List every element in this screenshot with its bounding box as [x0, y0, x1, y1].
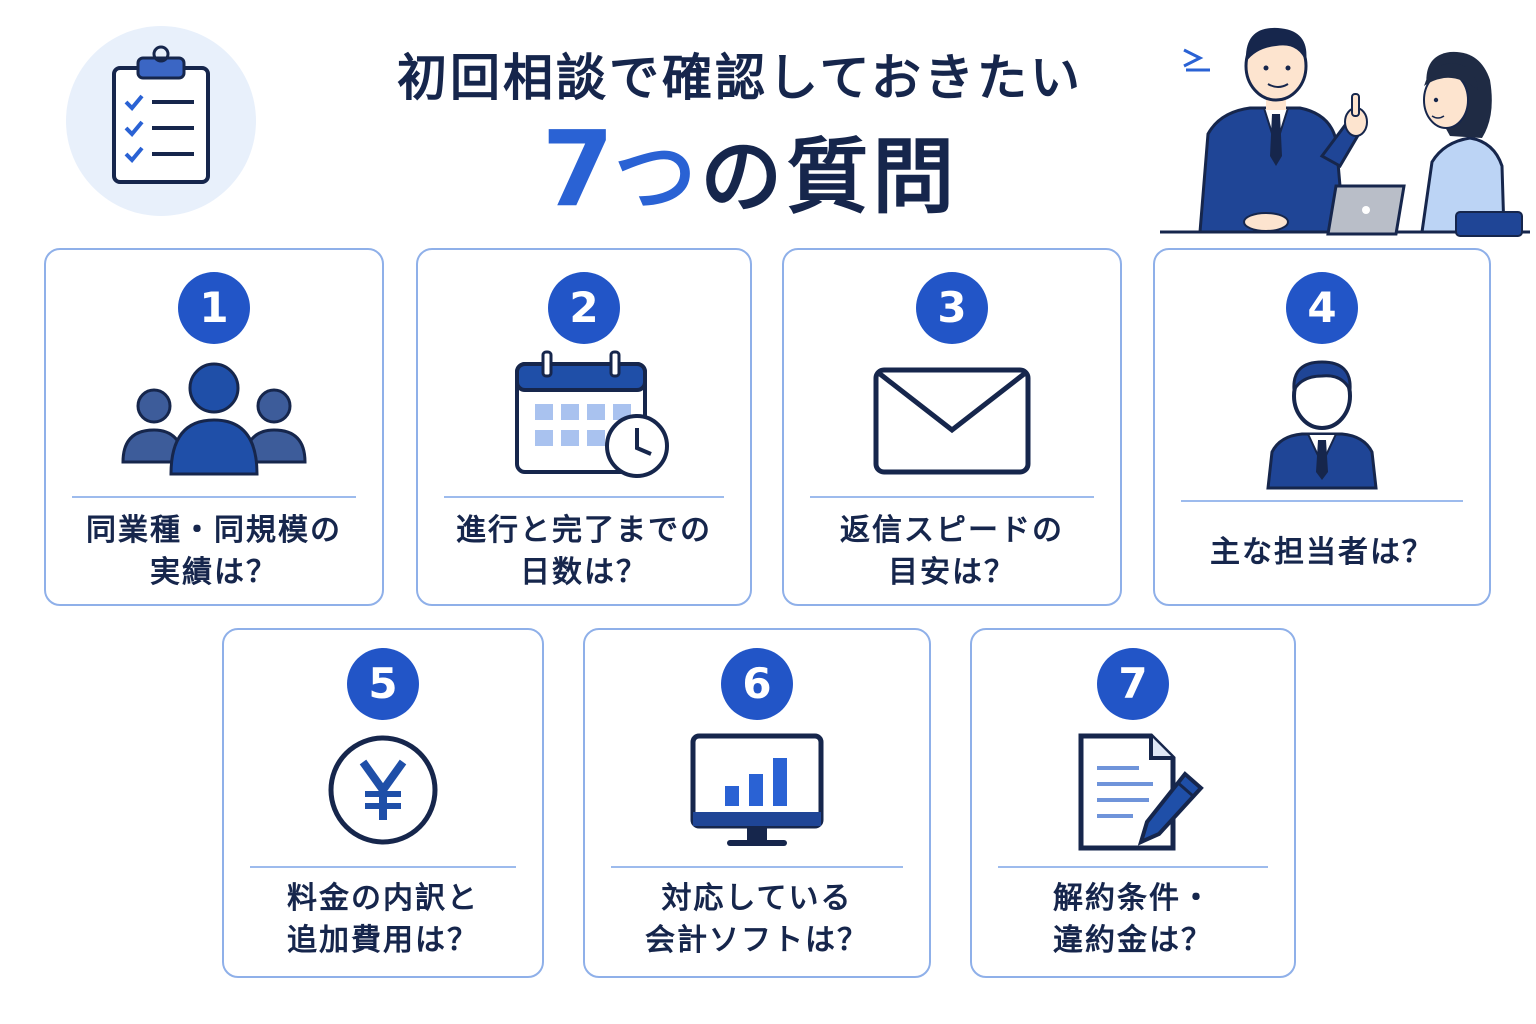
person-suit-icon: [1266, 360, 1378, 490]
question-label: 対応している 会計ソフトは？: [595, 878, 919, 962]
question-text-line: 返信スピードの: [840, 513, 1064, 548]
question-text-line: 解約条件・: [1053, 881, 1213, 916]
envelope-icon: [873, 367, 1031, 475]
question-text-line: 同業種・同規模の: [86, 513, 342, 548]
card-divider: [72, 496, 356, 498]
question-card-4: 4 主な担当者は？: [1153, 248, 1491, 606]
title-rest: の質問: [700, 130, 959, 225]
question-number-badge: 2: [548, 272, 620, 344]
question-card-1: 1 同業種・同規模の 実績は？: [44, 248, 384, 606]
clipboard-badge: [66, 26, 256, 216]
question-label: 同業種・同規模の 実績は？: [56, 510, 372, 594]
card-divider: [998, 866, 1268, 868]
question-label: 解約条件・ 違約金は？: [982, 878, 1284, 962]
question-number-badge: 5: [347, 648, 419, 720]
page-title-line1: 初回相談で確認しておきたい: [397, 49, 1083, 107]
question-text-line: 主な担当者は？: [1210, 535, 1434, 570]
question-number-badge: 7: [1097, 648, 1169, 720]
question-number-badge: 6: [721, 648, 793, 720]
yen-coin-icon: [328, 735, 438, 845]
question-label: 返信スピードの 目安は？: [794, 510, 1110, 594]
card-divider: [444, 496, 724, 498]
question-card-3: 3 返信スピードの 目安は？: [782, 248, 1122, 606]
question-number-badge: 4: [1286, 272, 1358, 344]
contract-pen-icon: [1078, 733, 1204, 851]
question-label: 進行と完了までの 日数は？: [428, 510, 740, 594]
card-divider: [611, 866, 903, 868]
sparkle-icon: [1183, 48, 1204, 68]
card-divider: [810, 496, 1094, 498]
card-divider: [250, 866, 516, 868]
question-card-5: 5 料金の内訳と 追加費用は？: [222, 628, 544, 978]
page-title-line2: 7つの質問: [440, 108, 1060, 230]
question-label: 主な担当者は？: [1165, 532, 1479, 574]
question-text-line: 違約金は？: [1053, 923, 1213, 958]
question-text-line: 進行と完了までの: [456, 513, 712, 548]
question-card-2: 2 進行と完了までの 日数は？: [416, 248, 752, 606]
title-number: 7: [541, 108, 615, 230]
consultation-illustration: [1160, 27, 1530, 237]
question-number-badge: 3: [916, 272, 988, 344]
question-number-badge: 1: [178, 272, 250, 344]
question-label: 料金の内訳と 追加費用は？: [234, 878, 532, 962]
question-text-line: 目安は？: [888, 555, 1016, 590]
question-text-line: 追加費用は？: [287, 923, 479, 958]
people-group-icon: [121, 362, 307, 476]
question-text-line: 対応している: [661, 881, 853, 916]
title-counter: つ: [614, 130, 701, 225]
question-text-line: 会計ソフトは？: [645, 923, 869, 958]
question-text-line: 料金の内訳と: [287, 881, 479, 916]
card-divider: [1181, 500, 1463, 502]
question-text-line: 実績は？: [150, 555, 278, 590]
question-text-line: 日数は？: [520, 555, 648, 590]
clipboard-checklist-icon: [112, 45, 210, 184]
calendar-clock-icon: [515, 350, 669, 478]
monitor-chart-icon: [690, 733, 824, 846]
question-card-6: 6 対応している 会計ソフトは？: [583, 628, 931, 978]
question-card-7: 7 解約条件・ 違約金は？: [970, 628, 1296, 978]
